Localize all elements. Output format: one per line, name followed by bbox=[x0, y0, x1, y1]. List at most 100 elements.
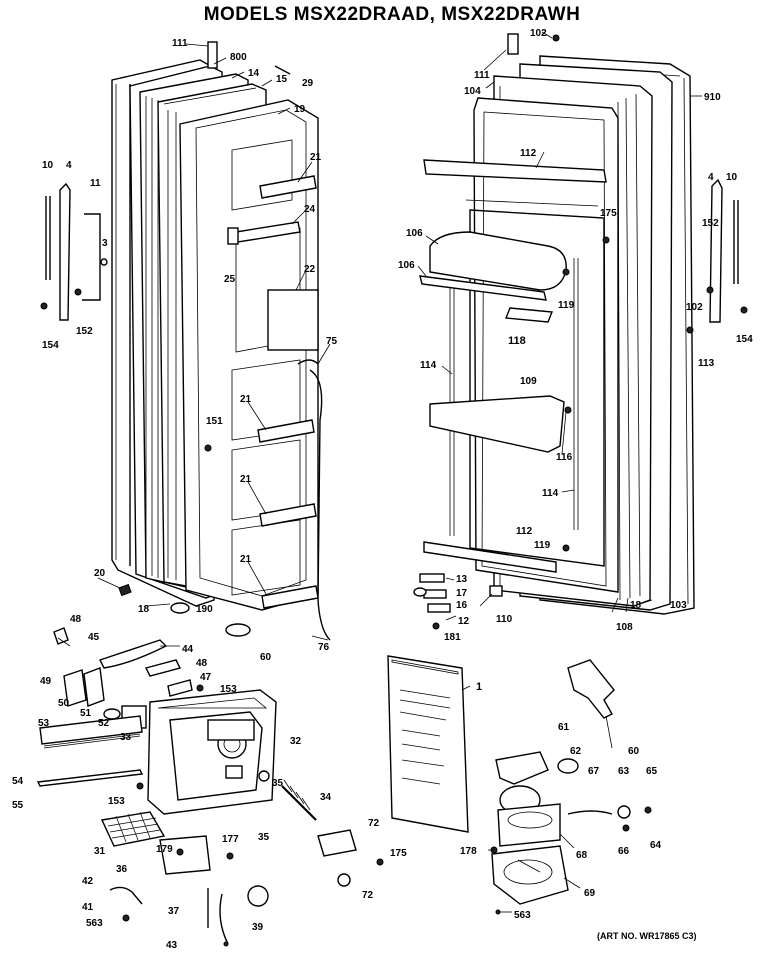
callout-563-b: 563 bbox=[514, 910, 531, 921]
callout-153: 153 bbox=[220, 684, 237, 695]
freezer-shelf-bars bbox=[227, 175, 319, 609]
callout-152-b: 152 bbox=[702, 218, 719, 229]
fresh-food-shelves bbox=[419, 33, 607, 573]
callout-152: 152 bbox=[76, 326, 93, 337]
callout-21: 21 bbox=[310, 152, 322, 163]
callout-21-b: 21 bbox=[240, 394, 252, 405]
callout-72-b: 72 bbox=[362, 890, 374, 901]
fresh-food-small-parts bbox=[413, 34, 748, 630]
fresh-food-door-liner bbox=[449, 97, 619, 593]
callout-labels: 111 800 14 15 29 19 10 4 11 3 21 24 25 2… bbox=[12, 28, 753, 951]
diagram-title: MODELS MSX22DRAAD, MSX22DRAWH bbox=[203, 4, 581, 25]
callout-65: 65 bbox=[646, 766, 658, 777]
callout-17: 17 bbox=[456, 588, 468, 599]
callout-110: 110 bbox=[496, 614, 513, 625]
callout-108: 108 bbox=[616, 622, 633, 633]
callout-60: 60 bbox=[260, 652, 272, 663]
callout-48: 48 bbox=[70, 614, 82, 625]
callout-119: 119 bbox=[558, 300, 575, 311]
callout-13: 13 bbox=[456, 574, 468, 585]
callout-11: 11 bbox=[90, 178, 101, 189]
callout-76: 76 bbox=[318, 642, 330, 653]
callout-111: 111 bbox=[172, 38, 188, 49]
dispenser-motor-assembly bbox=[490, 659, 652, 915]
callout-563: 563 bbox=[86, 918, 103, 929]
callout-64: 64 bbox=[650, 840, 662, 851]
callout-113: 113 bbox=[698, 358, 715, 369]
callout-33: 33 bbox=[120, 732, 132, 743]
ice-bucket-assembly bbox=[136, 689, 277, 815]
callout-47: 47 bbox=[200, 672, 212, 683]
callout-190: 190 bbox=[196, 604, 213, 615]
callout-44: 44 bbox=[182, 644, 194, 655]
callout-10: 10 bbox=[42, 160, 54, 171]
callout-102-b: 102 bbox=[686, 302, 703, 313]
callout-19: 19 bbox=[294, 104, 306, 115]
callout-14: 14 bbox=[248, 68, 260, 79]
callout-35-b: 35 bbox=[258, 832, 270, 843]
callout-10-b: 10 bbox=[726, 172, 738, 183]
callout-178: 178 bbox=[460, 846, 477, 857]
callout-175: 175 bbox=[600, 208, 617, 219]
leader-lines bbox=[57, 31, 702, 913]
callout-29: 29 bbox=[302, 78, 314, 89]
callout-60-b: 60 bbox=[628, 746, 640, 757]
callout-12: 12 bbox=[458, 616, 470, 627]
callout-31: 31 bbox=[94, 846, 106, 857]
owners-manual-booklet bbox=[387, 655, 469, 833]
callout-22: 22 bbox=[304, 264, 316, 275]
auger-and-brackets bbox=[109, 779, 384, 947]
callout-910: 910 bbox=[704, 92, 721, 103]
callout-69: 69 bbox=[584, 888, 596, 899]
callout-4: 4 bbox=[66, 160, 72, 171]
callout-102: 102 bbox=[530, 28, 547, 39]
callout-177: 177 bbox=[222, 834, 239, 845]
callout-1: 1 bbox=[476, 681, 482, 693]
callout-153-b: 153 bbox=[108, 796, 125, 807]
callout-800: 800 bbox=[230, 52, 247, 63]
callout-75: 75 bbox=[326, 336, 338, 347]
callout-42: 42 bbox=[82, 876, 94, 887]
callout-43: 43 bbox=[166, 940, 178, 951]
callout-49: 49 bbox=[40, 676, 52, 687]
callout-21-c: 21 bbox=[240, 474, 252, 485]
callout-181: 181 bbox=[444, 632, 461, 643]
callout-45: 45 bbox=[88, 632, 100, 643]
callout-62: 62 bbox=[570, 746, 582, 757]
callout-21-d: 21 bbox=[240, 554, 252, 565]
callout-35: 35 bbox=[272, 778, 284, 789]
callout-114-b: 114 bbox=[542, 488, 559, 499]
callout-55: 55 bbox=[12, 800, 24, 811]
callout-112: 112 bbox=[520, 148, 537, 159]
callout-106: 106 bbox=[406, 228, 423, 239]
callout-50: 50 bbox=[58, 698, 70, 709]
callout-24: 24 bbox=[304, 204, 316, 215]
callout-16: 16 bbox=[456, 600, 468, 611]
callout-36: 36 bbox=[116, 864, 128, 875]
callout-116: 116 bbox=[556, 452, 573, 463]
callout-104: 104 bbox=[464, 86, 481, 97]
callout-18: 18 bbox=[138, 604, 150, 615]
callout-61: 61 bbox=[558, 722, 570, 733]
callout-20: 20 bbox=[94, 568, 106, 579]
freezer-door-inner-liner bbox=[179, 99, 319, 611]
callout-39: 39 bbox=[252, 922, 264, 933]
callout-154-b: 154 bbox=[736, 334, 753, 345]
callout-37: 37 bbox=[168, 906, 180, 917]
callout-34: 34 bbox=[320, 792, 332, 803]
callout-118: 118 bbox=[508, 335, 526, 347]
callout-119-b: 119 bbox=[534, 540, 551, 551]
callout-154: 154 bbox=[42, 340, 59, 351]
callout-67: 67 bbox=[588, 766, 600, 777]
callout-18-b: 18 bbox=[630, 600, 642, 611]
callout-4-b: 4 bbox=[708, 172, 714, 183]
callout-54: 54 bbox=[12, 776, 24, 787]
callout-3: 3 bbox=[102, 238, 108, 249]
callout-114: 114 bbox=[420, 360, 437, 371]
callout-72: 72 bbox=[368, 818, 380, 829]
ice-tray-grid bbox=[100, 811, 166, 847]
callout-63: 63 bbox=[618, 766, 630, 777]
callout-68: 68 bbox=[576, 850, 588, 861]
callout-111-b: 111 bbox=[474, 70, 490, 81]
